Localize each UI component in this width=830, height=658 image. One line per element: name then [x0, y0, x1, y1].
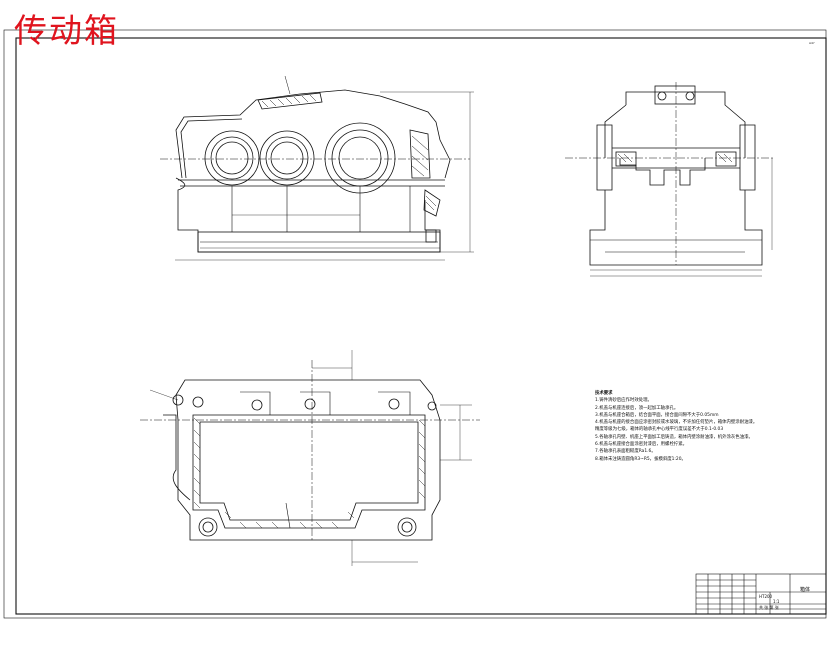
inner-frame [15, 37, 827, 615]
top-view [140, 350, 480, 566]
title-stamp: 传动箱 [14, 11, 119, 50]
notes-heading: 技术要求 [595, 391, 613, 396]
title-block-sheet: 共 张 第 张 [759, 605, 779, 610]
note-item: 8.箱体未注铸造圆角R3~R5，拔模斜度1:20。 [595, 456, 686, 462]
title-block [695, 573, 827, 615]
note-item: 1.铸件清砂后应作时效处理。 [595, 398, 652, 404]
note-item: 6.机盖与机座接合面涂密封漆后，用螺栓拧紧。 [595, 442, 688, 448]
title-block-name: 箱体 [800, 587, 811, 593]
technical-notes: 技术要求 1.铸件清砂后应作时效处理。 2.机盖与机座连接后，须一起加工轴承孔。… [595, 390, 785, 463]
note-item: 7.各轴承孔表面粗糙度Ra1.6。 [595, 449, 656, 455]
note-item: 精度等级为七级，箱体的轴承孔中心线平行度误差不大于0.1-0.03 [595, 427, 724, 433]
side-view [565, 82, 775, 277]
outer-frame [3, 29, 827, 619]
title-block-material: HT200 [759, 594, 773, 599]
note-item: 2.机盖与机座连接后，须一起加工轴承孔。 [595, 405, 679, 411]
note-item: 3.机盖与机座合箱后，结合面平面，接合面间隙不大于0.05mm [595, 412, 719, 418]
corner-label: A4? [809, 41, 815, 45]
front-view [160, 75, 474, 261]
title-block-scale: 1:1 [773, 599, 780, 604]
note-item: 5.各轴承孔内壁、机座上平面加工后铸造，箱体内壁涂耐油漆，机外涂灰色油漆。 [595, 434, 753, 440]
note-item: 4.机盖与机座的接合面应涂密封胶或水玻璃，不许加任何垫片，箱体内壁涂耐油漆。 [595, 420, 758, 426]
